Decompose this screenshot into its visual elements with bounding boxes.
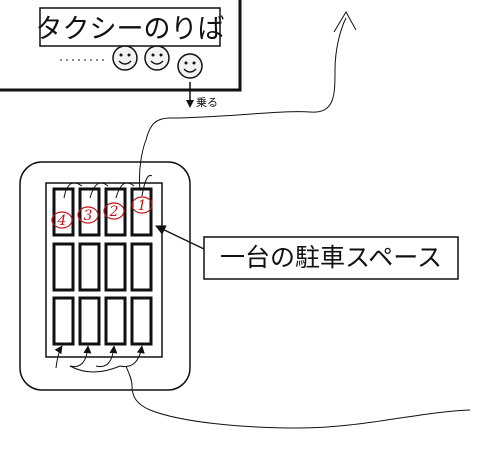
spot-number-2: 2 [103,202,125,220]
smiley-face-icon [144,45,170,71]
svg-text:1: 1 [138,198,147,214]
parking-space [104,187,127,237]
parking-space [78,242,101,292]
parking-space [104,296,127,346]
smiley-face-icon [112,45,138,71]
parking-space [78,296,101,346]
callout-box [203,236,459,280]
callout-label: 一台の駐車スペース [220,243,442,272]
exit-route-line [139,17,347,191]
parking-space [130,242,153,292]
svg-text:2: 2 [109,204,119,220]
up-arrow-icon [333,11,357,33]
taxi-stand-sign: タクシーのりば [36,14,225,45]
smiley-face-icon [177,53,203,79]
board-label: 乗る [196,96,218,109]
spot-number-4: 4 [51,211,73,229]
parking-spaces [52,187,153,346]
parking-space [104,242,127,292]
svg-text:3: 3 [84,208,93,224]
parking-space [78,187,101,237]
circulation-curves-top [63,174,153,199]
spot-number-1: 1 [131,196,153,214]
parking-space [130,296,153,346]
taxi-stand-area-outline [0,0,242,92]
parking-space [130,187,153,237]
svg-text:4: 4 [57,213,67,229]
parking-space [52,242,75,292]
parking-lot-outline [19,161,191,391]
parking-space [52,296,75,346]
taxi-stand-sign-box [39,7,221,47]
down-arrow-icon [186,82,194,108]
spot-number-3: 3 [77,206,99,224]
callout-arrow [155,225,205,250]
incoming-route-line [125,365,471,429]
entry-arrows-bottom [54,345,145,373]
